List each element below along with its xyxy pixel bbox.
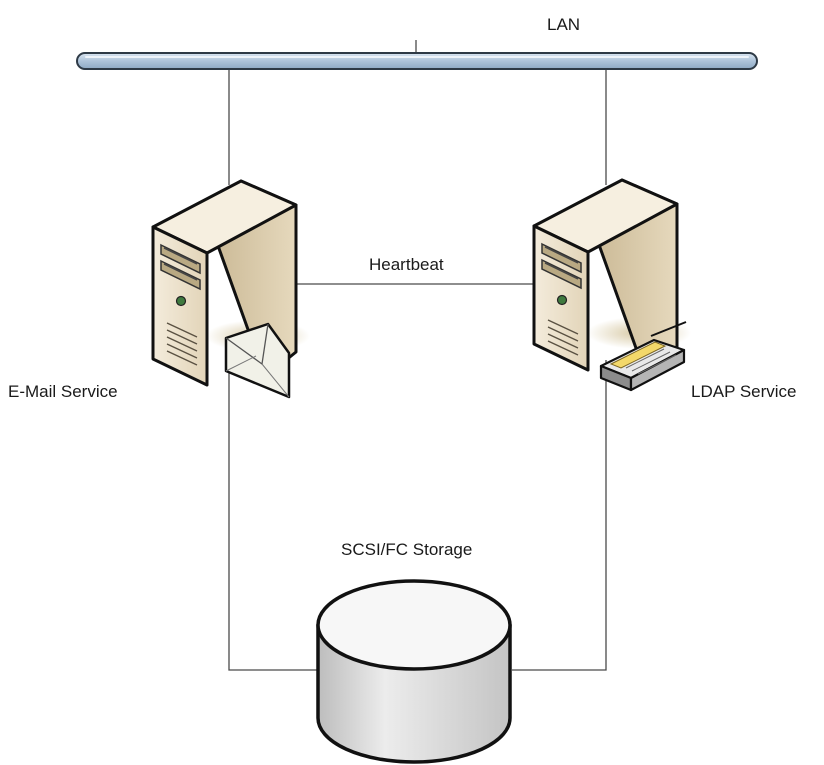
email-service-label: E-Mail Service xyxy=(8,382,118,401)
heartbeat-label: Heartbeat xyxy=(369,255,444,274)
connection-lines xyxy=(228,40,607,671)
storage-cylinder-icon xyxy=(316,579,512,764)
storage-label: SCSI/FC Storage xyxy=(341,540,472,559)
ldap-server-icon xyxy=(532,178,691,378)
envelope-icon xyxy=(224,322,291,399)
ldap-storage-link xyxy=(512,360,607,671)
email-storage-link xyxy=(228,360,325,671)
lan-bus xyxy=(76,52,758,70)
email-server-icon xyxy=(151,179,310,387)
card-reader-icon xyxy=(599,321,687,392)
lan-label: LAN xyxy=(547,15,580,34)
ldap-service-label: LDAP Service xyxy=(691,382,797,401)
